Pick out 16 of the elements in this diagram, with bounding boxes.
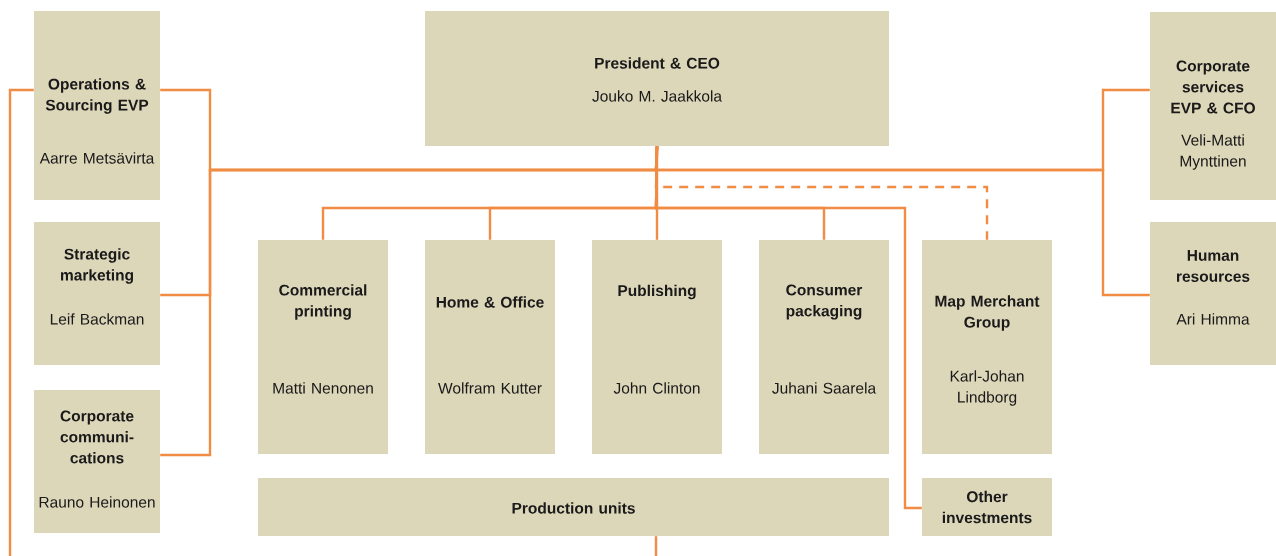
connector-line: [654, 536, 658, 556]
position-box: Publishing John Clinton: [592, 240, 722, 454]
position-box: Corporate services EVP & CFO Veli-Matti Mynttinen: [1150, 12, 1276, 200]
position-box: President & CEO Jouko M. Jaakkola: [425, 11, 889, 146]
connector-line: [8, 88, 34, 556]
position-box: Human resources Ari Himma: [1150, 222, 1276, 365]
position-box: Consumer packaging Juhani Saarela: [759, 240, 889, 454]
connector-line: [654, 146, 989, 240]
position-box: Strategic marketing Leif Backman: [34, 222, 160, 365]
position-box: Commercial printing Matti Nenonen: [258, 240, 388, 454]
position-box: Production units: [258, 478, 889, 536]
position-box: Map Merchant Group Karl-Johan Lindborg: [922, 240, 1052, 454]
position-box: Operations & Sourcing EVP Aarre Metsävirta: [34, 11, 160, 200]
position-box: Other investments: [922, 478, 1052, 536]
position-box: Corporate communi-cations Rauno Heinonen: [34, 390, 160, 533]
position-box: Home & Office Wolfram Kutter: [425, 240, 555, 454]
